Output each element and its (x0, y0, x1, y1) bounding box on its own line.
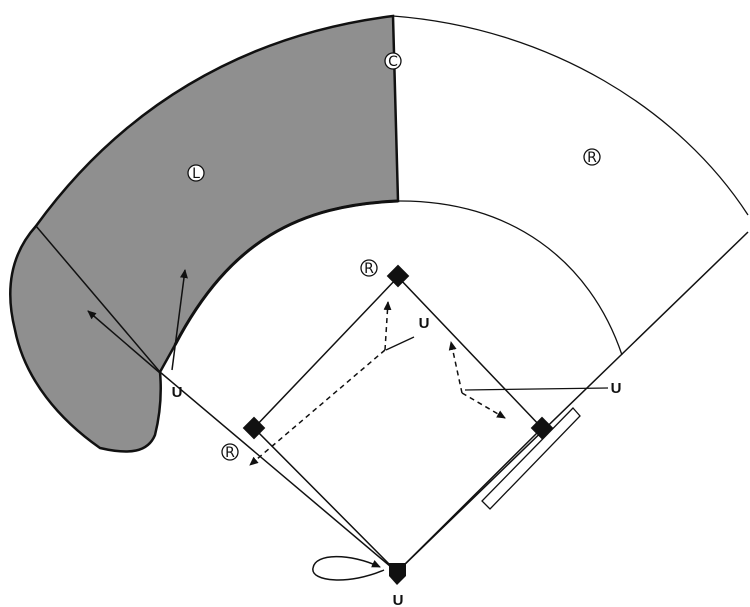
arrow-icon (171, 269, 188, 371)
umpire-left-outfield: U (172, 384, 183, 401)
arrow-icon (461, 392, 506, 419)
left-foul-line-outfield (35, 225, 161, 373)
leader-line (464, 387, 609, 391)
arrow-icon (87, 310, 161, 374)
first-base-icon (530, 416, 554, 440)
arrow-icon (249, 349, 386, 466)
arrow-icon (312, 555, 385, 581)
right-foul-line (396, 231, 749, 573)
arrow-icon (448, 341, 463, 394)
umpire-home-plate: U (393, 592, 404, 607)
home-plate-icon (389, 563, 406, 585)
center-zone-marker: C (384, 52, 402, 70)
arrow-icon (383, 301, 392, 351)
base-paths (252, 275, 544, 573)
umpire-infield-center: U (419, 315, 430, 332)
umpire-first-base-line: U (611, 380, 622, 397)
center-zone-label: C (388, 54, 398, 70)
first-base-runner-label: R (225, 445, 235, 461)
leader-line (385, 336, 415, 351)
infield-arc (173, 199, 399, 346)
left-field-shaded-zone (9, 14, 400, 453)
left-foul-line (159, 371, 398, 573)
first-base-runner-marker: R (221, 443, 239, 461)
coach-box (481, 407, 581, 510)
second-base-runner-marker: R (360, 259, 378, 277)
right-zone-marker: R (583, 148, 601, 166)
left-zone-label: L (192, 166, 200, 182)
right-zone-label: R (587, 150, 597, 166)
right-field-zone (392, 15, 749, 356)
second-base-icon (386, 264, 410, 288)
second-base-runner-label: R (364, 261, 374, 277)
left-zone-marker: L (187, 164, 205, 182)
